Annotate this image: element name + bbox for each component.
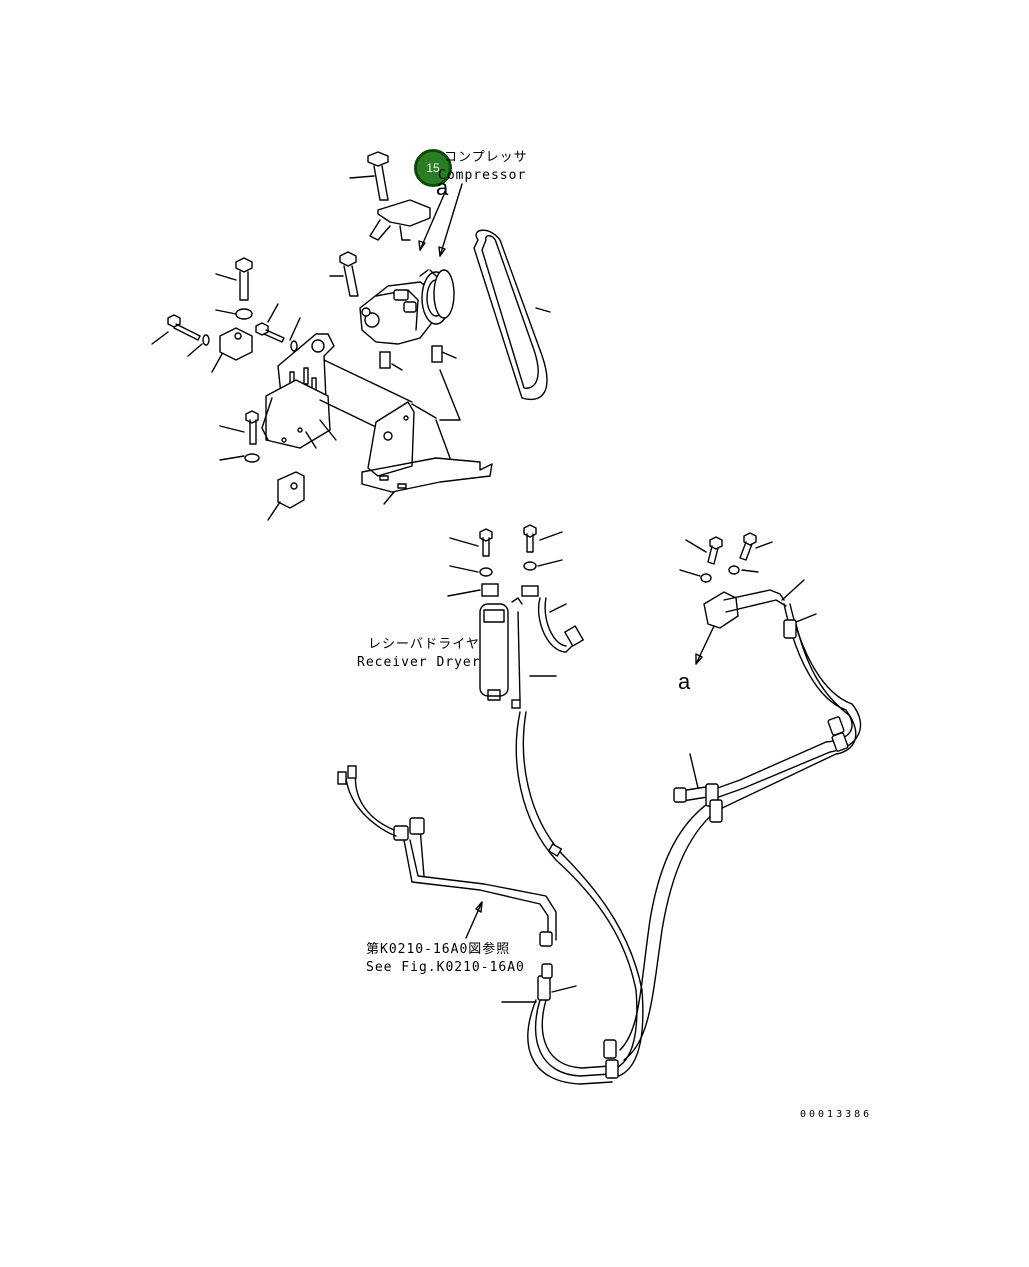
dryer-bracket <box>447 583 539 597</box>
condenser-fitting-assembly <box>679 532 817 665</box>
see-fig-label-jp: 第K0210-16A0図参照 <box>366 942 511 957</box>
dryer-bolt-1 <box>449 528 493 557</box>
condenser-hose-pair <box>619 603 862 1061</box>
compressor-label-en: Compressor <box>438 168 527 183</box>
dryer-hose-short <box>538 597 585 653</box>
dryer-bolt-2 <box>523 524 563 553</box>
bracket-bolt-2 <box>151 314 201 345</box>
mounting-bolt-4 <box>219 410 259 445</box>
lower-u-hose <box>501 975 619 1085</box>
fitting-block <box>703 579 817 629</box>
ref-a-top: a <box>436 175 449 200</box>
receiver-dryer-label-en: Receiver Dryer <box>357 655 481 670</box>
receiver-dryer-assembly <box>447 524 585 709</box>
dryer-washer-1 <box>449 565 493 577</box>
compressor-body <box>359 269 457 371</box>
bracket-bolt-3 <box>255 303 285 343</box>
fitting-bolt-1 <box>685 536 723 565</box>
drawing-number: 00013386 <box>800 1109 873 1120</box>
see-fig-label-en: See Fig.K0210-16A0 <box>366 960 525 975</box>
receiver-dryer-canister <box>479 597 523 709</box>
callout-badge-15[interactable]: 15 <box>414 149 452 187</box>
fitting-washers <box>679 565 759 583</box>
evaporator-pipe <box>337 765 557 979</box>
mounting-washer-4 <box>219 453 260 463</box>
callout-badge-number: 15 <box>426 161 440 175</box>
compressor-side-bolt <box>329 251 359 297</box>
compressor-top-bolt <box>349 151 389 201</box>
lower-bracket <box>361 369 493 505</box>
receiver-dryer-label-jp: レシーバドライヤ <box>368 637 480 652</box>
bracket-washer-2 <box>187 334 210 357</box>
mounting-plate <box>261 333 413 449</box>
dryer-to-compressor-hose <box>515 675 644 1079</box>
mounting-bracket-assembly <box>151 257 493 521</box>
compressor-assembly <box>329 151 551 401</box>
bracket-washer-3 <box>289 317 301 352</box>
bracket-spacer-block <box>211 327 253 373</box>
mounting-foot-block <box>267 471 305 521</box>
dryer-washer-2 <box>523 559 563 571</box>
compressor-top-bracket <box>369 199 431 241</box>
compressor-label-jp: コンプレッサ <box>444 150 528 165</box>
bracket-washer-1 <box>215 308 253 320</box>
v-belt <box>473 229 551 401</box>
aircon-hoses <box>337 603 862 1085</box>
fitting-bolt-2 <box>739 532 773 561</box>
bracket-bolt-1 <box>215 257 253 301</box>
ref-a-bottom: a <box>678 669 691 694</box>
